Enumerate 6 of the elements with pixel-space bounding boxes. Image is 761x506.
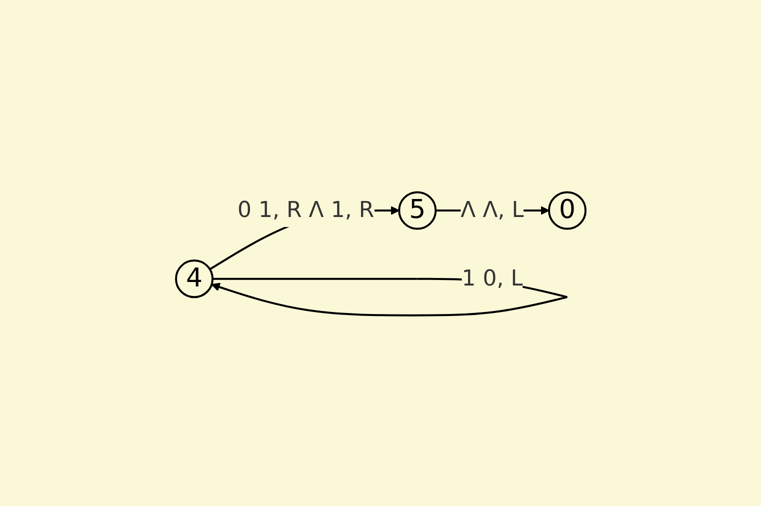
edge-label: Λ Λ, L: [460, 198, 524, 223]
edge-label: 1 0, L: [461, 266, 523, 292]
node-circle: 5: [398, 191, 436, 230]
node-circle: 4: [174, 259, 214, 298]
node-circle: 0: [548, 191, 586, 230]
edge-label: 0 1, R Λ 1, R: [237, 198, 374, 223]
